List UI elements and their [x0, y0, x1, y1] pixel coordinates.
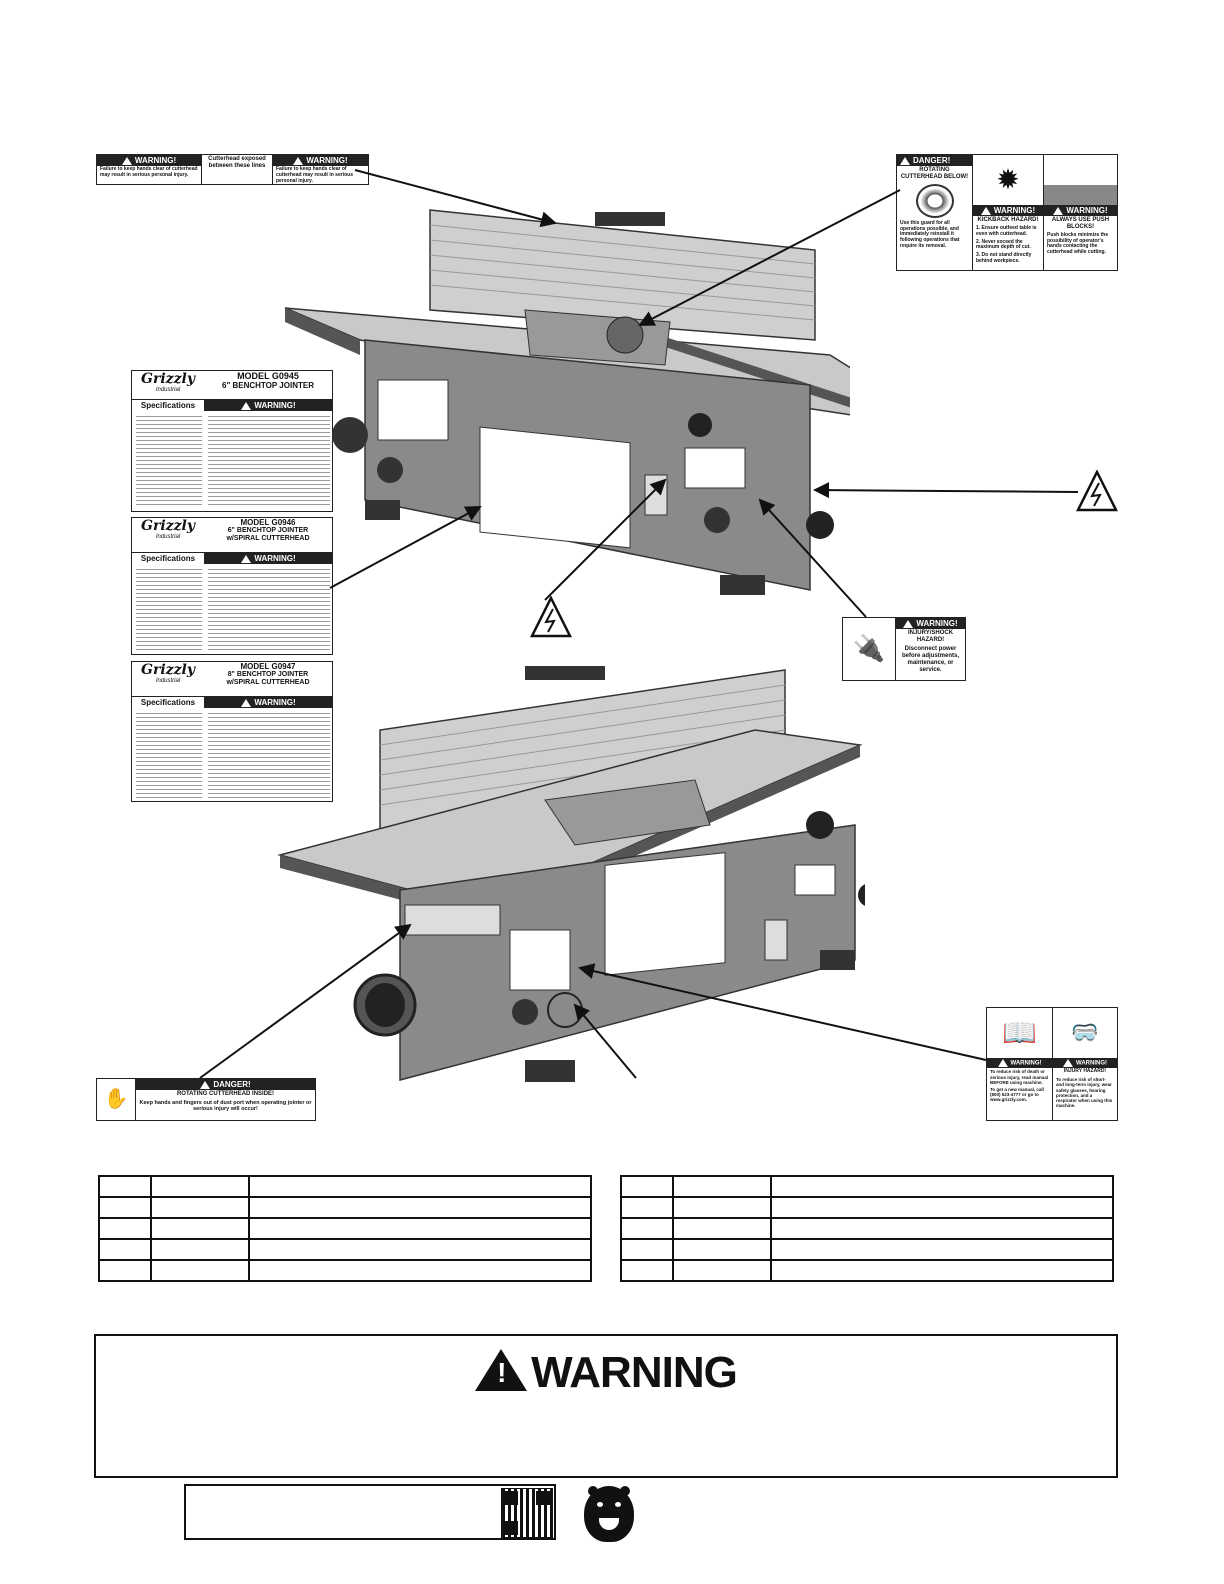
- cutterhead-hand-icon: [915, 183, 954, 218]
- warning-triangle-icon: [293, 156, 304, 165]
- warning-triangle-icon: [1063, 1059, 1073, 1067]
- footer-info-box: [184, 1484, 556, 1540]
- push-block-icon: [1044, 155, 1117, 205]
- spec-label-g0946: Grizzly Industrial MODEL G0946 6" BENCHT…: [131, 517, 333, 655]
- hands-clear-label: WARNING! Failure to keep hands clear of …: [96, 154, 369, 185]
- table-row: [98, 1259, 592, 1282]
- electricity-warning-icon: [530, 596, 572, 638]
- table-row: [620, 1259, 1114, 1282]
- warning-triangle-icon: [121, 156, 132, 165]
- injury-shock-label: 🔌 WARNING! INJURY/SHOCK HAZARD! Disconne…: [842, 617, 966, 681]
- warning-title: WARNING: [531, 1348, 738, 1397]
- table-row: [98, 1238, 592, 1261]
- danger-guard-label: DANGER! ROTATING CUTTERHEAD BELOW! Use t…: [896, 154, 1118, 271]
- warning-triangle-icon: [997, 1059, 1008, 1067]
- plug-outlet-icon: 🔌: [843, 618, 896, 680]
- table-row: [98, 1175, 592, 1198]
- manual-ppe-label: 📖 WARNING! To reduce risk of death or se…: [986, 1007, 1118, 1121]
- electricity-warning-icon: [1076, 470, 1118, 512]
- table-row: [620, 1175, 1114, 1198]
- dust-port-danger-label: ✋ DANGER! ROTATING CUTTERHEAD INSIDE! Ke…: [96, 1078, 316, 1121]
- grizzly-bear-logo: [584, 1486, 634, 1542]
- table-row: [98, 1196, 592, 1219]
- warning-triangle-icon: [900, 156, 910, 165]
- warning-triangle-icon: [980, 206, 991, 215]
- warning-lines: [208, 710, 330, 798]
- table-row: [98, 1217, 592, 1240]
- manual-book-icon: 📖: [1002, 1016, 1037, 1048]
- safety-gear-icon: 🥽: [1071, 1020, 1099, 1046]
- spec-lines: [136, 566, 202, 651]
- grizzly-logo: Grizzly: [140, 662, 195, 678]
- spec-label-g0945: Grizzly Industrial MODEL G0945 6" BENCHT…: [131, 370, 333, 512]
- warning-triangle-icon: [241, 401, 252, 410]
- parts-table-left: [98, 1175, 592, 1282]
- table-row: [620, 1196, 1114, 1219]
- warning-box: !WARNING: [94, 1334, 1118, 1478]
- qr-code-icon: [501, 1488, 553, 1538]
- warning-triangle-icon: [241, 698, 252, 707]
- warning-lines: [208, 413, 330, 508]
- table-row: [620, 1217, 1114, 1240]
- parts-table-right: [620, 1175, 1114, 1282]
- warning-triangle-icon: [1053, 206, 1064, 215]
- hand-in-port-icon: ✋: [97, 1079, 136, 1120]
- warning-triangle-icon: !: [475, 1349, 528, 1391]
- warning-triangle-icon: [241, 554, 252, 563]
- jointer-machine-top: [284, 209, 850, 595]
- spec-lines: [136, 413, 202, 508]
- grizzly-logo: Grizzly: [140, 518, 195, 534]
- spec-lines: [136, 710, 202, 798]
- table-row: [620, 1238, 1114, 1261]
- jointer-machine-bottom: [277, 666, 865, 1082]
- kickback-icon: ✹: [996, 163, 1020, 195]
- grizzly-logo: Grizzly: [140, 371, 195, 387]
- warning-triangle-icon: [903, 619, 914, 628]
- warning-lines: [208, 566, 330, 651]
- warning-triangle-icon: [200, 1080, 211, 1089]
- spec-label-g0947: Grizzly Industrial MODEL G0947 8" BENCHT…: [131, 661, 333, 802]
